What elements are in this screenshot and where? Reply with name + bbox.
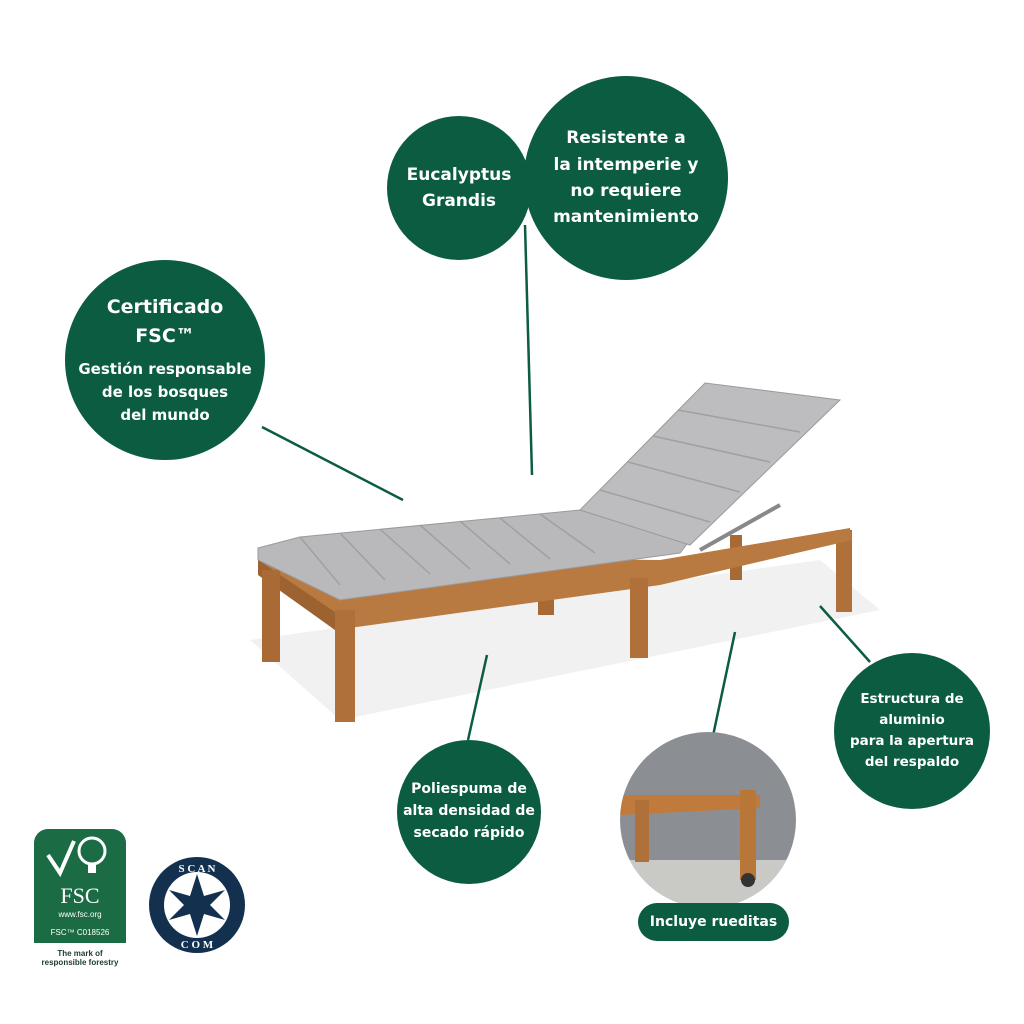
feature-text: Poliespuma de (411, 781, 527, 798)
feature-frame: Estructura de aluminio para la apertura … (834, 653, 990, 809)
feature-text: alta densidad de (403, 803, 535, 820)
wheels-photo (620, 732, 796, 908)
feature-text: Grandis (421, 191, 497, 211)
fsc-name: FSC (60, 883, 100, 908)
feature-title: FSC™ (135, 325, 195, 348)
feature-weather: Resistente a la intemperie y no requiere… (524, 76, 728, 280)
feature-text: de los bosques (101, 382, 229, 401)
fsc-code: FSC™ C018526 (50, 928, 110, 937)
star-icon (169, 874, 225, 936)
scancom-logo: S C A N C O M (149, 857, 245, 953)
feature-text: aluminio (879, 712, 945, 729)
feature-text: Gestión responsable (78, 359, 252, 378)
feature-text: no requiere (570, 181, 682, 201)
feature-text: del respaldo (864, 753, 960, 770)
callout-lines (261, 224, 871, 751)
feature-text: para la apertura (849, 733, 975, 749)
feature-wood: Eucalyptus Grandis (387, 116, 531, 260)
feature-fsc: Certificado FSC™ Gestión responsable de … (65, 260, 265, 460)
wheel-icon (741, 873, 755, 887)
scancom-text: S C A N (179, 863, 216, 875)
floor-shadow (250, 560, 880, 720)
feature-foam: Poliespuma de alta densidad de secado rá… (397, 740, 541, 884)
fsc-tagline-line: The mark of (57, 949, 103, 958)
fsc-tree-icon (46, 836, 107, 878)
feature-text: Eucalyptus (406, 164, 512, 185)
feature-text: la intemperie y (553, 154, 699, 175)
sun-lounger (257, 382, 852, 722)
wheels-label: Incluye rueditas (638, 903, 789, 941)
feature-text: Estructura de (860, 691, 964, 708)
feature-text: mantenimiento (553, 207, 699, 228)
feature-text: secado rápido (413, 824, 525, 841)
fsc-logo: FSC www.fsc.org FSC™ C018526 (34, 829, 126, 943)
fsc-tagline-line: responsible forestry (41, 957, 119, 967)
fsc-tagline: The mark of responsible forestry (34, 949, 126, 968)
feature-text: del mundo (120, 406, 210, 425)
feature-title: Certificado (106, 295, 224, 318)
scancom-text: C O M (181, 939, 214, 951)
fsc-url: www.fsc.org (58, 910, 102, 919)
feature-text: Resistente a (566, 128, 686, 149)
